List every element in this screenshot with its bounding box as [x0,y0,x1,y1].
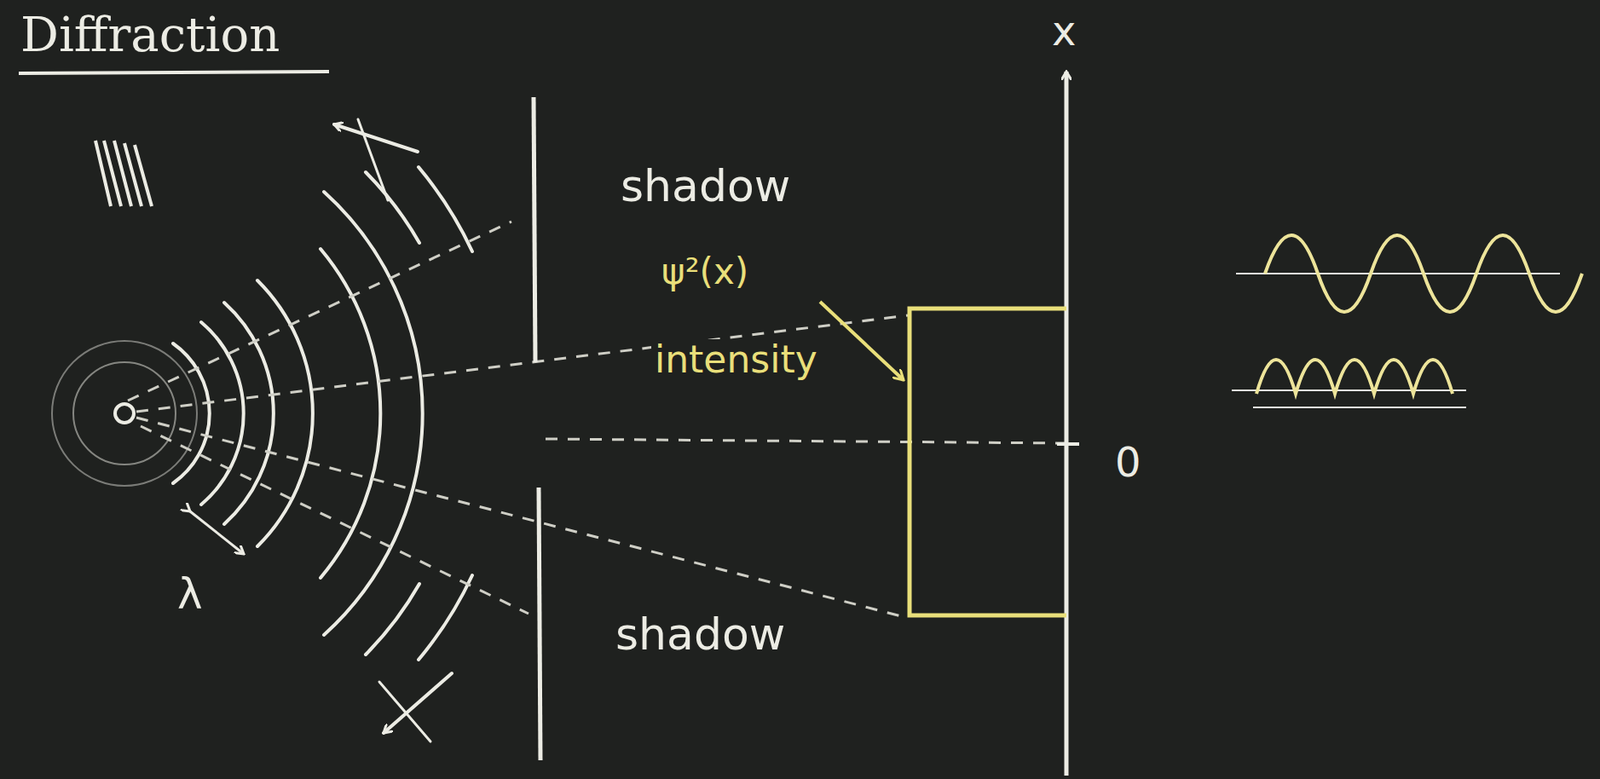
intensity-profile [909,308,1067,616]
axis-tick [1057,442,1080,446]
barrier [533,97,541,761]
diagram-title: Diffraction [20,8,280,62]
region-label: shadow [620,161,791,211]
origin-label: 0 [1114,439,1142,486]
screen-axis [1064,71,1069,776]
region-label: shadow [615,610,786,659]
function-label: ψ²(x) [661,252,749,292]
ray-lines [127,221,1066,619]
wavelength-arrow [190,511,244,555]
title-underline [18,71,330,74]
wave-sketch [1231,235,1583,408]
quantity-label: intensity [651,339,821,381]
leader-arrow [820,301,904,381]
axis-label: x [1051,8,1076,54]
wavefronts [51,119,473,742]
wavelength-label: λ [177,571,203,619]
chalk-mark [95,140,152,207]
